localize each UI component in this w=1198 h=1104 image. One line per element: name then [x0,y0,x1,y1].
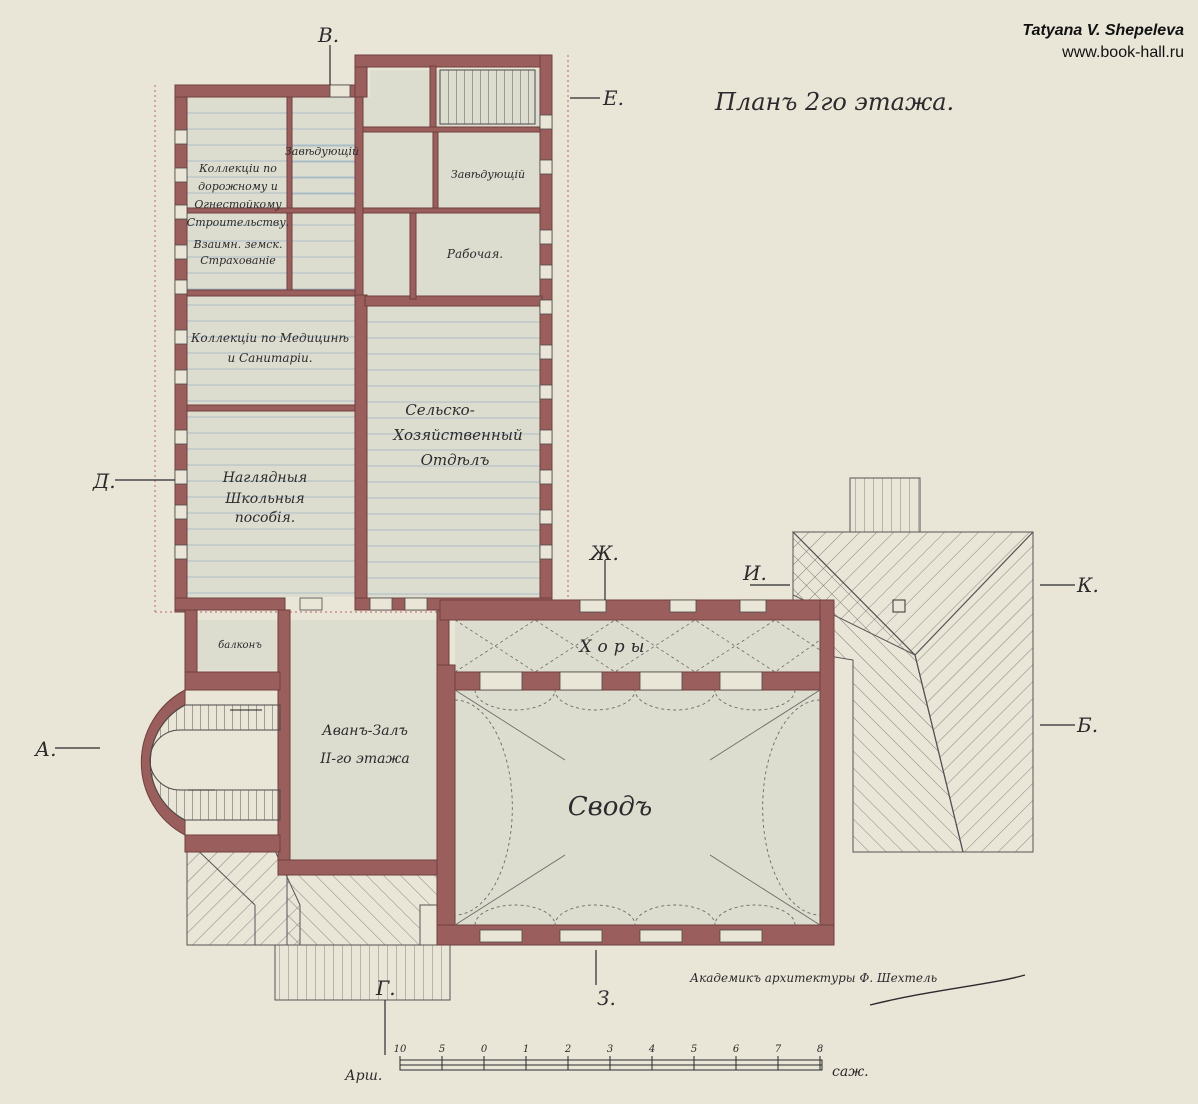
window [404,597,428,611]
window [539,114,553,130]
window [174,167,188,183]
scale-label: Арш. [344,1068,382,1084]
window [174,244,188,260]
scale-tick-label: 3 [607,1044,613,1055]
window [719,671,763,691]
window [539,384,553,400]
mark-zh: Ж. [588,541,619,565]
window [174,129,188,145]
scale-tick-label: 5 [439,1044,445,1055]
scale-tick-label: 1 [523,1044,529,1055]
scale-tick-label: 10 [394,1044,407,1055]
label-insurance: Взаимн. земск.Страхованіе [193,238,283,267]
window [739,599,767,613]
watermark-site: www.book-hall.ru [1062,44,1184,61]
scale-tick-label: 6 [733,1044,740,1055]
mark-a: А. [33,737,57,761]
mark-e: Е. [602,86,624,110]
scale-tick-label: 2 [564,1044,571,1055]
window [579,599,607,613]
mark-i: И. [742,561,767,585]
watermark-author: Tatyana V. Shepeleva [1022,22,1184,39]
mark-z: З. [597,986,616,1010]
window [174,429,188,445]
architect-signature: Академикъ архитектуры Ф. Шехтель [689,971,1026,1006]
label-workroom: Рабочая. [446,247,503,261]
plan-title: Планъ 2го этажа. [714,88,954,116]
section-marks: В. Е. Д. Ж. И. К. Б. А. З. Г. [33,23,1099,1010]
window [299,597,323,611]
scale-tick-label: 4 [648,1044,655,1055]
mark-g: Г. [375,976,396,1000]
mark-v: В. [317,23,339,47]
window [539,344,553,360]
window [539,264,553,280]
window [174,469,188,485]
window [174,369,188,385]
window [539,509,553,525]
window [174,504,188,520]
hall-vault [454,689,821,926]
stairs [149,69,536,821]
window [639,929,683,943]
window [719,929,763,943]
window [539,299,553,315]
scale-tick-label: 7 [775,1044,782,1055]
mark-b: Б. [1076,713,1098,737]
window [559,671,603,691]
window [174,329,188,345]
window [539,469,553,485]
scale-tick-label: 5 [691,1044,697,1055]
window [174,544,188,560]
window [479,671,523,691]
choir-vaulting [454,619,821,673]
window [539,544,553,560]
window [669,599,697,613]
dimension-lines [154,55,569,613]
svg-text:Академикъ архитектуры Ф. Шехте: Академикъ архитектуры Ф. Шехтель [689,971,937,985]
scale-end-label: саж. [832,1064,869,1080]
walls [140,54,835,946]
window [539,159,553,175]
window [174,204,188,220]
scale-tick-label: 8 [817,1044,823,1055]
window [539,229,553,245]
ruled-lines [187,112,540,595]
window [174,279,188,295]
scale-tick-label: 0 [481,1044,488,1055]
window [559,929,603,943]
window [639,671,683,691]
label-choir: Хоры [577,637,650,657]
window [329,84,351,98]
section-lines [55,45,1075,1055]
label-vault: Сводъ [568,792,653,822]
label-manager-1: Завѣдующій [285,145,359,158]
windows [174,84,767,943]
mark-d: Д. [92,469,116,493]
label-balcony: балконъ [218,640,262,651]
mark-k: К. [1076,573,1099,597]
window [479,929,523,943]
scale-bar: Арш. 10 5 0 1 2 3 4 5 6 7 8 саж. [344,1044,869,1084]
porch-roofs [186,839,451,1001]
window [539,429,553,445]
label-manager-2: Завѣдующій [451,168,525,181]
window [369,597,393,611]
